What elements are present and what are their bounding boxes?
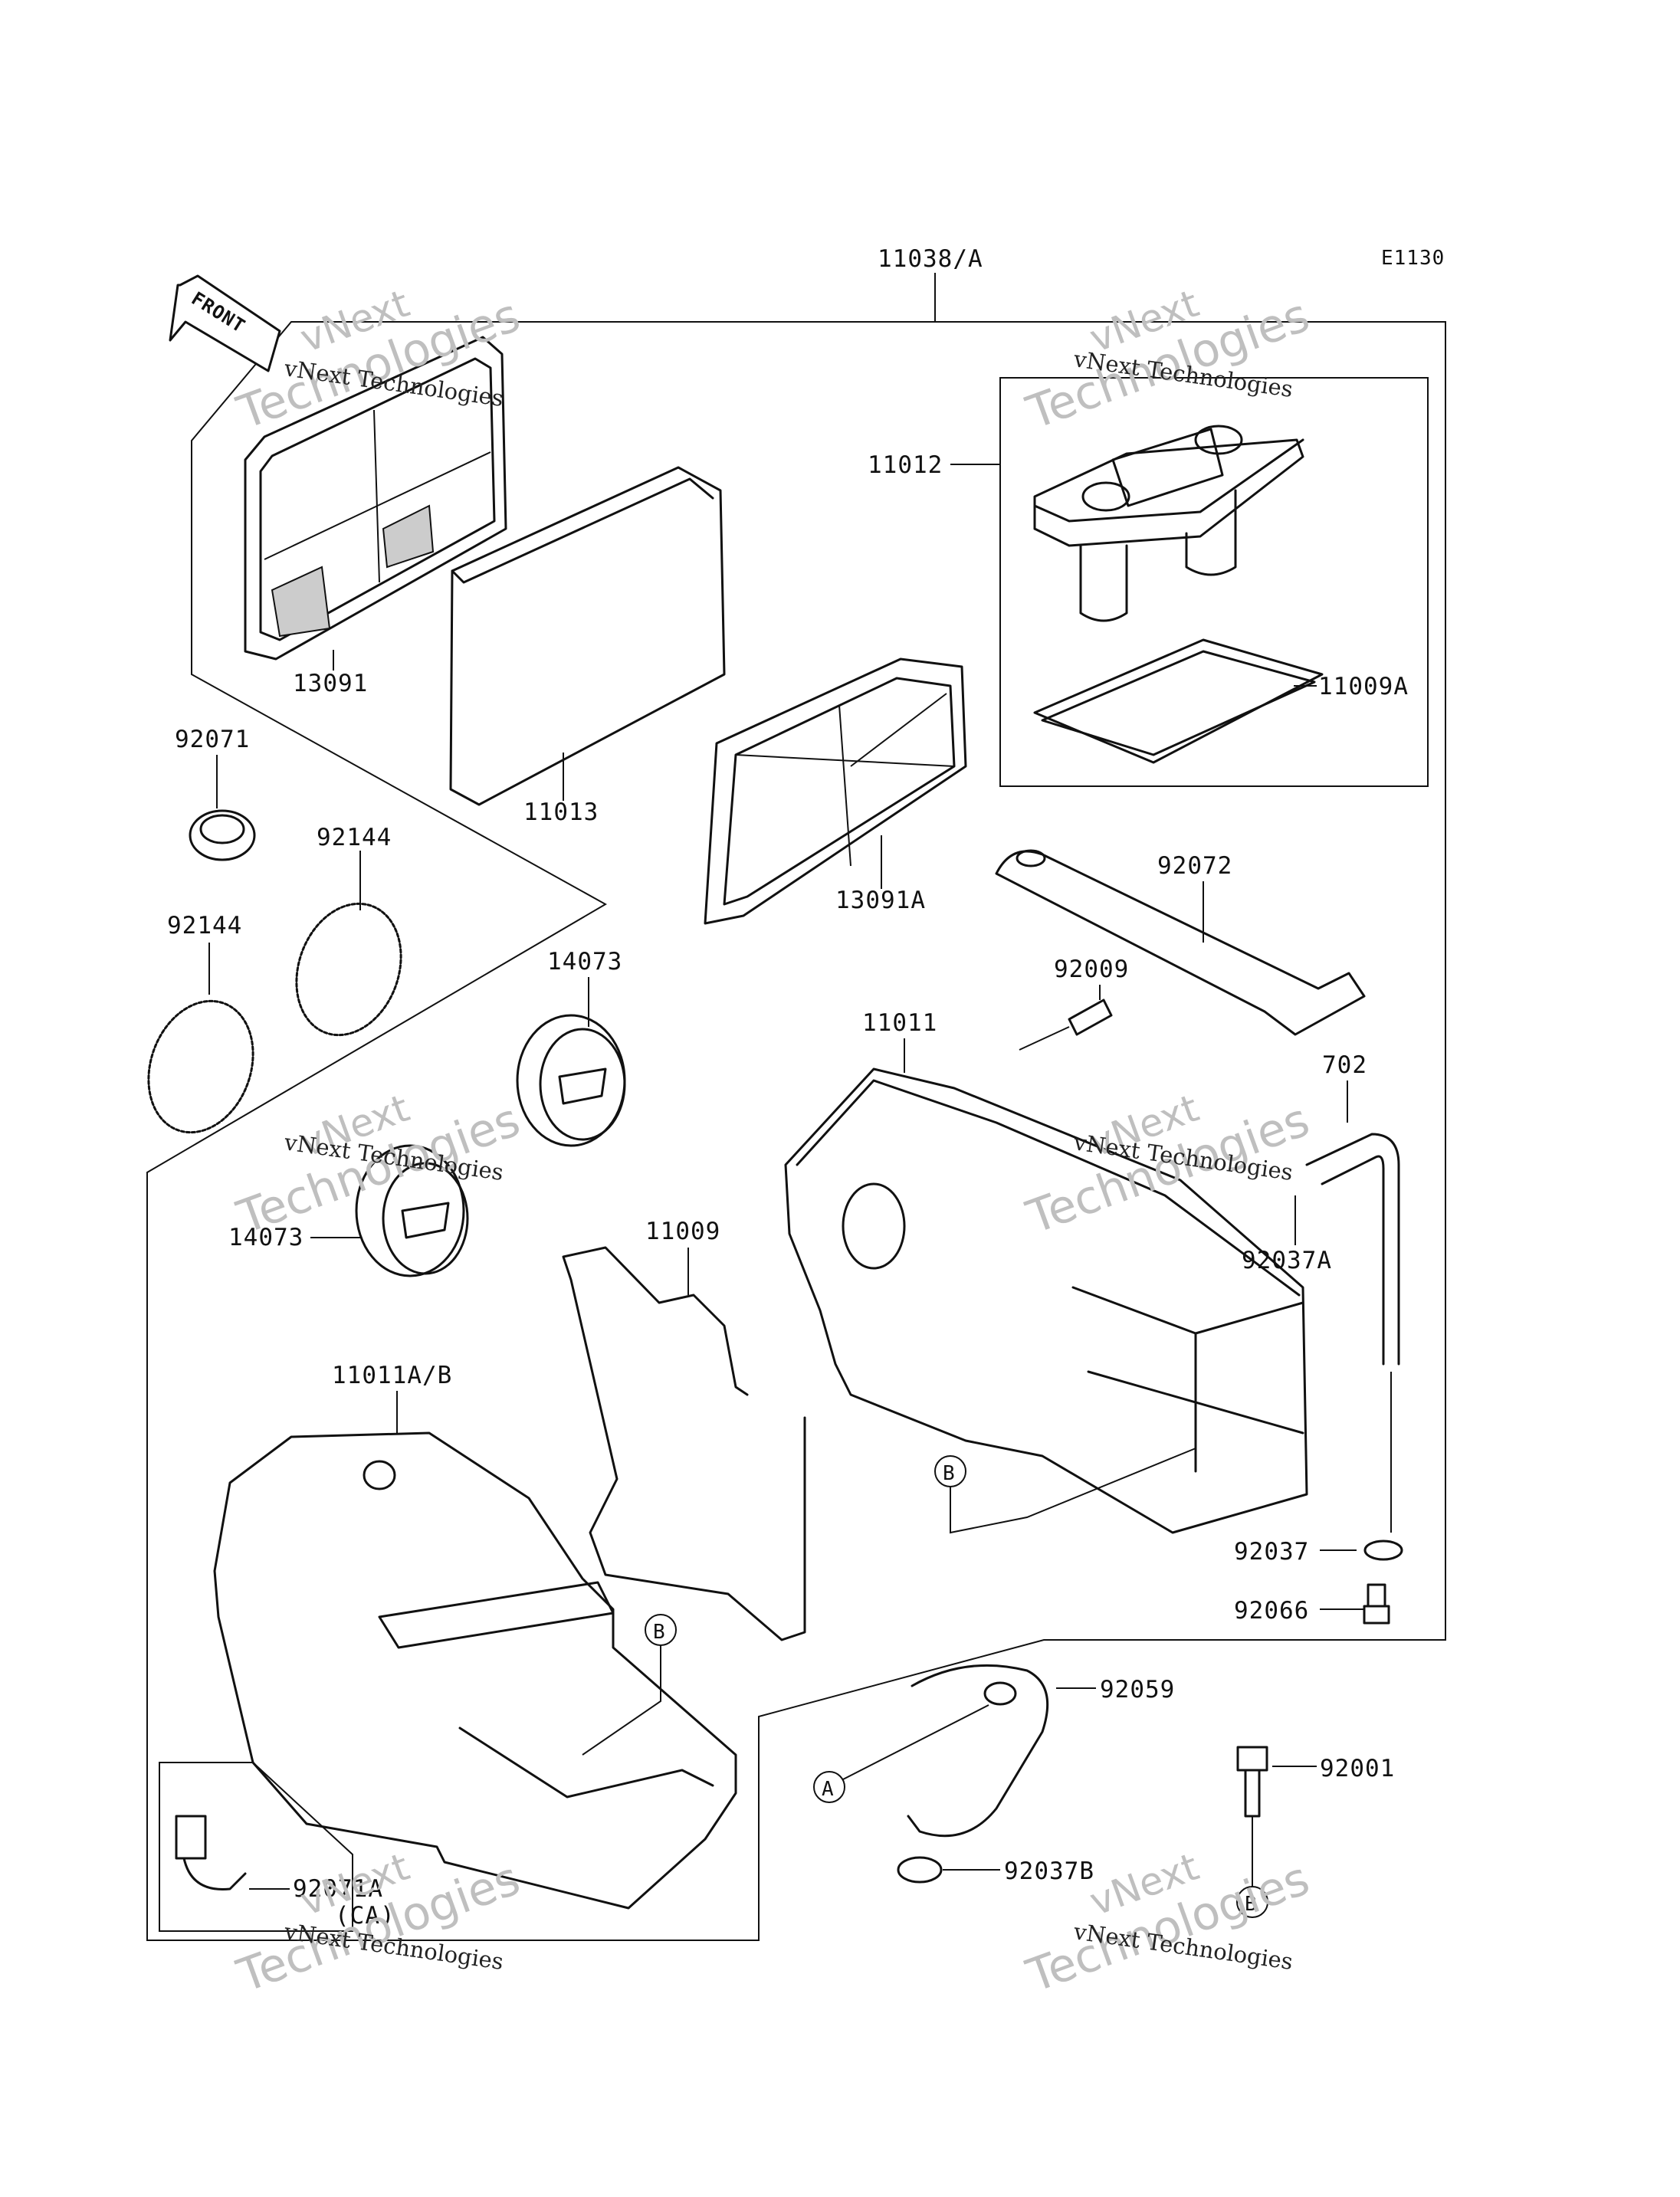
- svg-text:B: B: [1245, 1893, 1258, 1916]
- label-11013: 11013: [523, 798, 599, 826]
- svg-text:B: B: [653, 1621, 666, 1644]
- label-92037A: 92037A: [1242, 1247, 1332, 1274]
- label-92144-b: 92144: [167, 912, 242, 939]
- label-92059: 92059: [1100, 1676, 1175, 1703]
- part-11009-drawing: [562, 1246, 806, 1641]
- kit-11012-box: [999, 377, 1429, 787]
- part-92072-drawing: [995, 849, 1366, 1036]
- part-92009-drawing: [1019, 998, 1113, 1051]
- part-92144-a-drawing: [295, 902, 402, 1037]
- label-11009: 11009: [645, 1218, 720, 1245]
- part-92037B-drawing: [897, 1856, 943, 1884]
- part-92071-drawing: [189, 809, 256, 861]
- label-11012: 11012: [868, 451, 943, 479]
- svg-text:A: A: [822, 1778, 835, 1801]
- part-14073-a-drawing: [516, 1014, 626, 1147]
- label-11009A: 11009A: [1318, 673, 1409, 700]
- label-14073-a: 14073: [547, 948, 622, 976]
- label-11011: 11011: [862, 1009, 937, 1037]
- watermark-mid-left: vNext Technologies vNext Technologies: [230, 1086, 527, 1245]
- label-92071A: 92071A: [293, 1875, 383, 1903]
- watermark-mid-right: vNext Technologies vNext Technologies: [1019, 1086, 1316, 1245]
- part-11011-drawing: [784, 1067, 1308, 1534]
- label-92072: 92072: [1157, 852, 1232, 880]
- part-11011AB-drawing: [213, 1431, 737, 1910]
- diagram-code: E1130: [1381, 247, 1445, 270]
- svg-text:B: B: [943, 1462, 956, 1485]
- part-92001-drawing: [1236, 1746, 1268, 1818]
- label-13091: 13091: [293, 670, 368, 697]
- part-92066-drawing: [1363, 1583, 1390, 1625]
- label-14073-b: 14073: [228, 1224, 304, 1251]
- part-702-drawing: [1305, 1133, 1400, 1533]
- label-92066: 92066: [1234, 1597, 1309, 1625]
- part-92037-drawing: [1363, 1540, 1403, 1561]
- kit-92071A-box: [159, 1762, 353, 1932]
- assembly-frame: [146, 321, 1446, 1941]
- label-11011AB: 11011A/B: [332, 1362, 452, 1389]
- front-arrow-icon: FRONT: [169, 274, 281, 372]
- label-92037: 92037: [1234, 1538, 1309, 1566]
- part-11012-drawing: [1033, 425, 1324, 764]
- label-702: 702: [1322, 1051, 1367, 1079]
- watermark-top-left: vNext Technologies vNext Technologies: [230, 281, 527, 441]
- part-92071A-drawing: [175, 1815, 247, 1890]
- part-13091-drawing: [244, 336, 507, 661]
- label-13091A: 13091A: [835, 887, 926, 914]
- label-92071: 92071: [175, 726, 250, 753]
- part-13091A-drawing: [704, 657, 967, 925]
- part-92144-b-drawing: [147, 999, 254, 1134]
- label-92009: 92009: [1054, 956, 1129, 983]
- assembly-label: 11038/A: [878, 245, 983, 273]
- callout-A-1: [813, 1771, 845, 1803]
- label-92001: 92001: [1320, 1755, 1395, 1782]
- watermark-top-right: vNext Technologies vNext Technologies: [1019, 281, 1316, 441]
- callout-B-3: [1236, 1886, 1268, 1918]
- part-14073-b-drawing: [355, 1144, 469, 1277]
- label-92037B: 92037B: [1004, 1858, 1094, 1885]
- watermark-bottom-left: vNext Technologies vNext Technologies: [230, 1844, 527, 2004]
- label-92071A-note: (CA): [335, 1902, 395, 1930]
- part-11013-drawing: [449, 466, 726, 806]
- label-92144-a: 92144: [317, 824, 392, 851]
- part-92059-drawing: [907, 1664, 1049, 1838]
